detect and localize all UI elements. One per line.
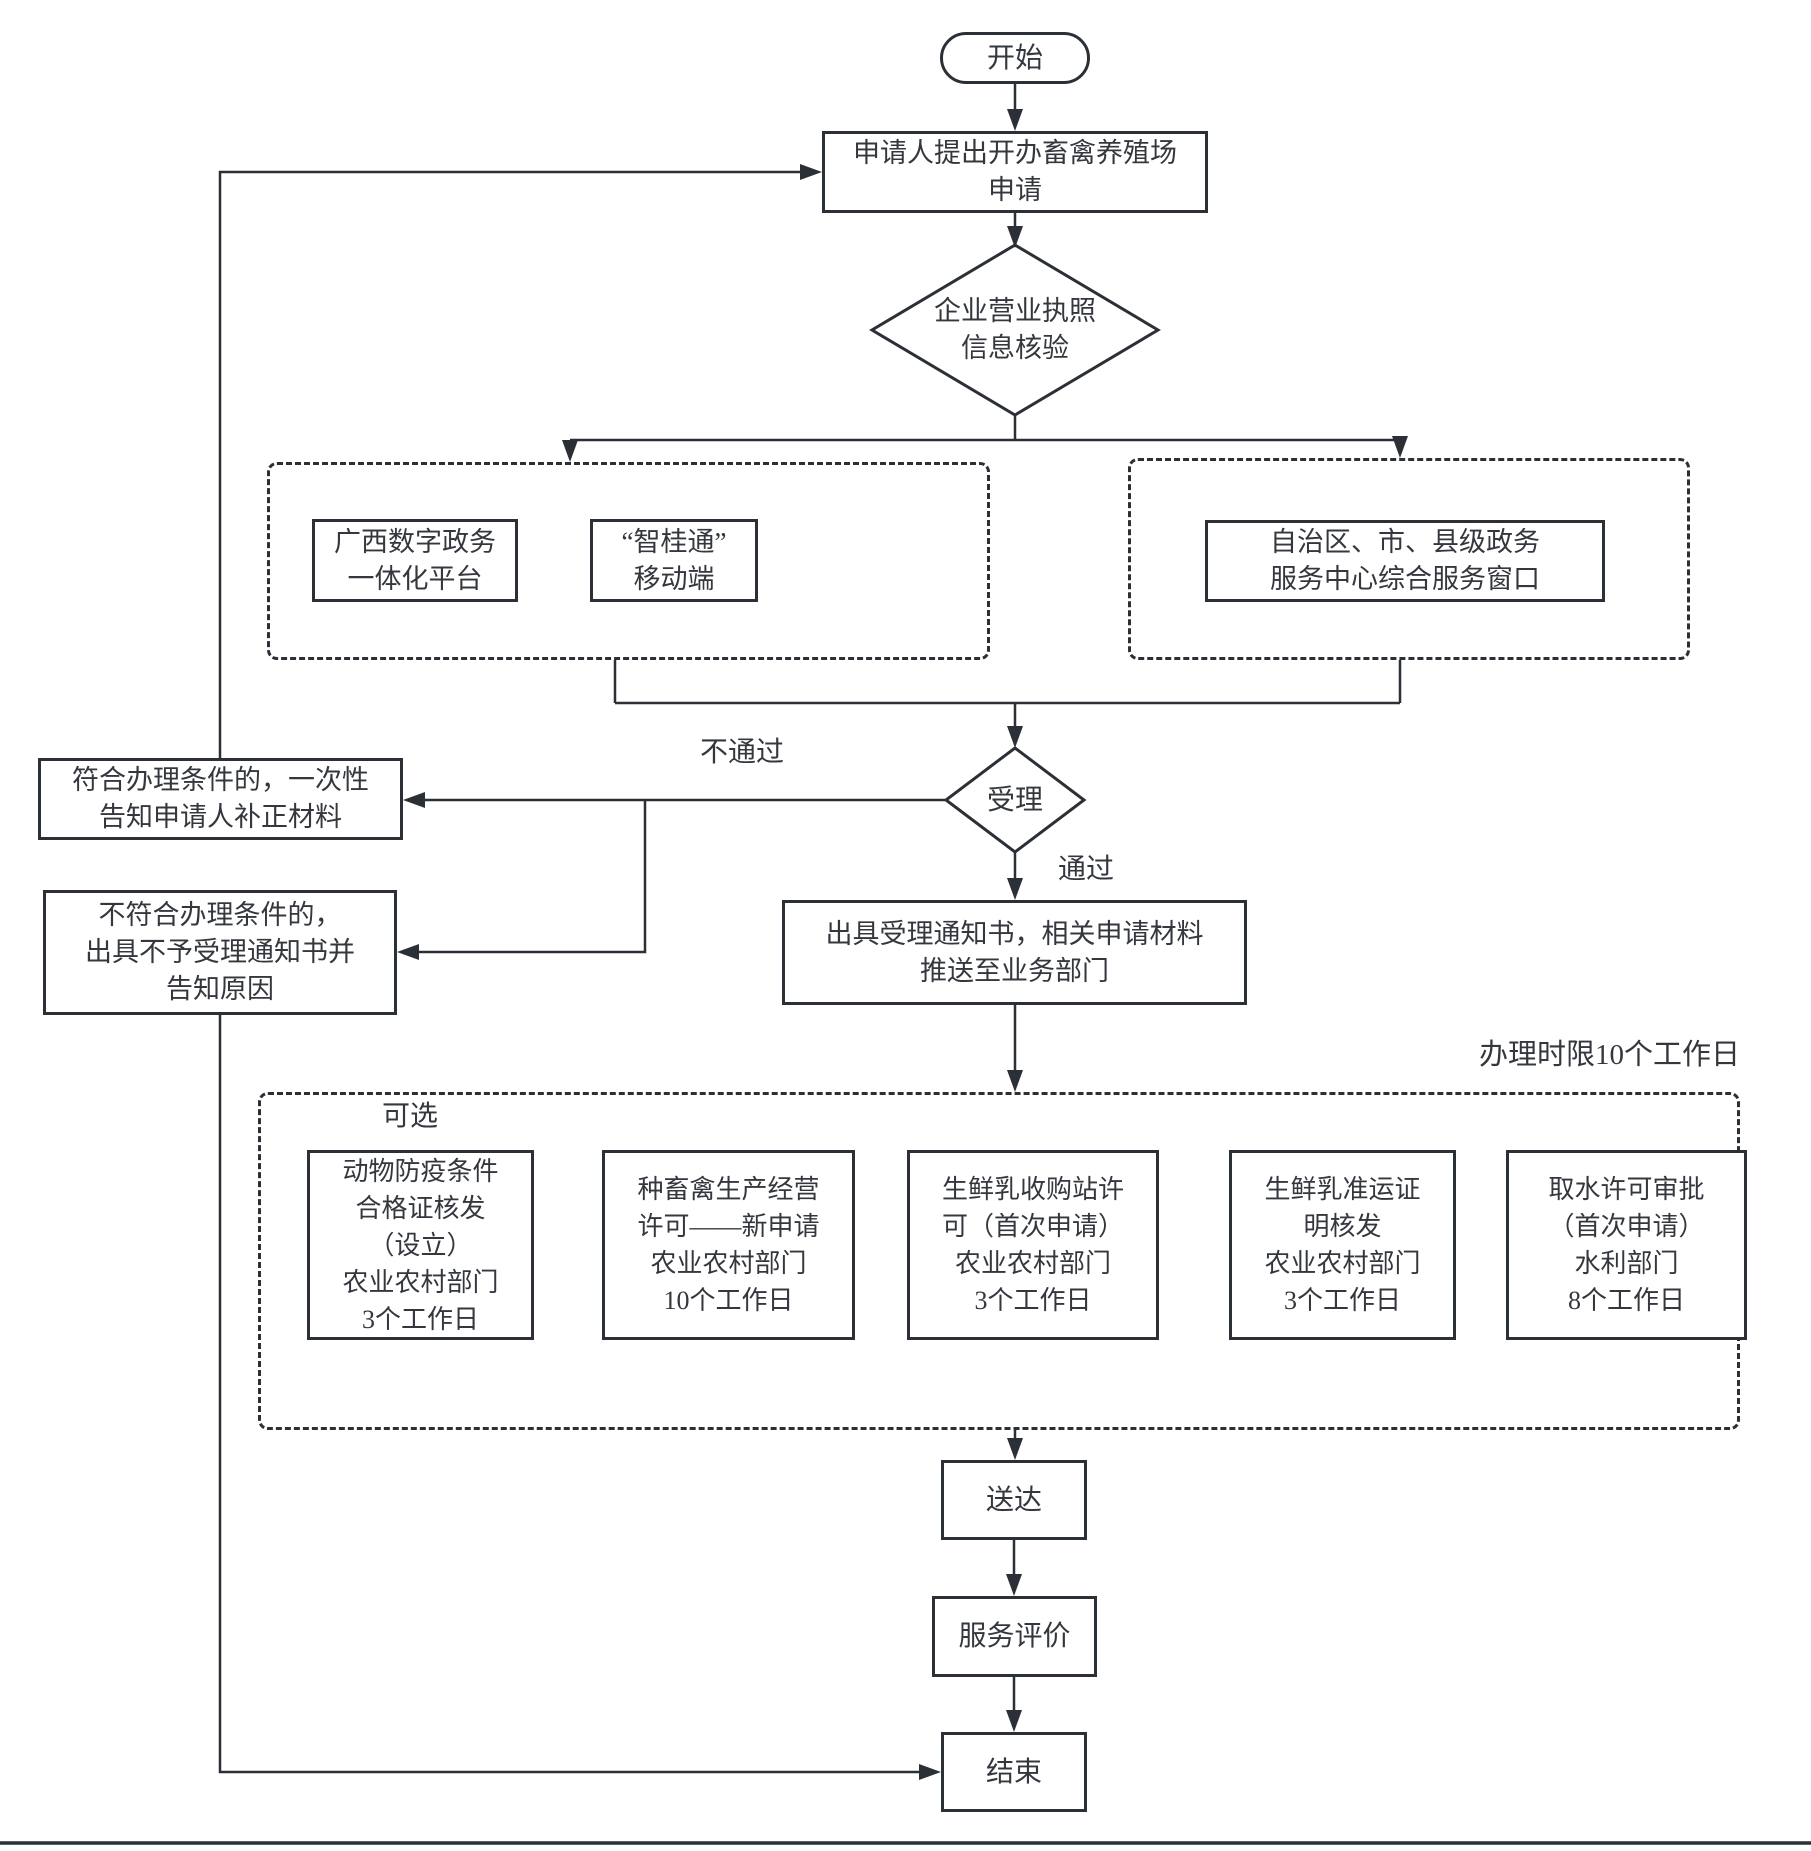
- edge-channels-merge: [613, 660, 1402, 744]
- arrowhead: [1007, 226, 1023, 248]
- evaluate-label: 服务评价: [958, 1621, 1071, 1652]
- apply-node: 申请人提出开办畜禽养殖场 申请: [822, 131, 1208, 213]
- arrowhead: [919, 1764, 941, 1780]
- accept-notice-node: 出具受理通知书，相关申请材料 推送至业务部门: [782, 900, 1247, 1005]
- permit-water-intake: 取水许可审批 （首次申请） 水利部门 8个工作日: [1506, 1150, 1747, 1340]
- online-channel-group: [267, 462, 990, 660]
- arrowhead: [1007, 109, 1023, 131]
- gx-platform-label: 广西数字政务 一体化平台: [334, 526, 496, 594]
- start-label: 开始: [986, 42, 1043, 74]
- fail-branch-label: 不通过: [700, 737, 785, 768]
- reject-notice-label: 不符合办理条件的， 出具不予受理通知书并 告知原因: [85, 900, 355, 1004]
- license-check-label: 企业营业执照 信息核验: [934, 296, 1096, 363]
- arrowhead: [1392, 436, 1408, 458]
- edge-resubmit-loop: [218, 170, 817, 758]
- end-label: 结束: [985, 1756, 1042, 1788]
- arrowhead: [1007, 726, 1023, 748]
- permit-animal-epidemic: 动物防疫条件 合格证核发 （设立） 农业农村部门 3个工作日: [307, 1150, 534, 1340]
- permit-raw-milk-station: 生鲜乳收购站许 可（首次申请） 农业农村部门 3个工作日: [907, 1150, 1159, 1340]
- arrowhead: [1006, 1710, 1022, 1732]
- accept-diamond: [943, 746, 1087, 854]
- apply-label: 申请人提出开办畜禽养殖场 申请: [853, 138, 1177, 205]
- permit-raw-milk-transport: 生鲜乳准运证 明核发 农业农村部门 3个工作日: [1229, 1150, 1456, 1340]
- deliver-label: 送达: [985, 1484, 1042, 1516]
- edge-check-split: [568, 415, 1402, 458]
- arrowhead: [397, 944, 419, 960]
- accept-notice-label: 出具受理通知书，相关申请材料 推送至业务部门: [825, 918, 1204, 986]
- gx-platform-node: 广西数字政务 一体化平台: [312, 519, 518, 602]
- end-node: 结束: [941, 1732, 1087, 1812]
- license-check-diamond: [869, 243, 1161, 417]
- accept-label: 受理: [986, 784, 1043, 816]
- zhiguitong-node: “智桂通” 移动端: [590, 519, 758, 602]
- arrowhead: [403, 792, 425, 808]
- arrowhead: [562, 440, 578, 462]
- permit-breeding-license: 种畜禽生产经营 许可——新申请 农业农村部门 10个工作日: [602, 1150, 855, 1340]
- service-window-node: 自治区、市、县级政务 服务中心综合服务窗口: [1205, 520, 1605, 602]
- reject-notice-node: 不符合办理条件的， 出具不予受理通知书并 告知原因: [43, 890, 397, 1015]
- edge-reject-end: [218, 1015, 936, 1774]
- arrowhead: [1006, 1574, 1022, 1596]
- deliver-node: 送达: [941, 1460, 1087, 1540]
- deadline-label: 办理时限10个工作日: [1478, 1039, 1740, 1071]
- optional-label: 可选: [381, 1101, 438, 1132]
- zhiguitong-label: “智桂通” 移动端: [621, 526, 727, 594]
- supplement-label: 符合办理条件的，一次性 告知申请人补正材料: [72, 765, 369, 832]
- arrowhead: [1007, 878, 1023, 900]
- edge-fail-reject: [402, 800, 647, 954]
- start-node: 开始: [940, 32, 1090, 84]
- supplement-node: 符合办理条件的，一次性 告知申请人补正材料: [38, 758, 403, 840]
- arrowhead: [1007, 1070, 1023, 1092]
- evaluate-node: 服务评价: [932, 1596, 1097, 1677]
- service-window-label: 自治区、市、县级政务 服务中心综合服务窗口: [1270, 527, 1540, 594]
- offline-channel-group: [1128, 458, 1690, 660]
- arrowhead: [800, 164, 822, 180]
- pass-branch-label: 通过: [1058, 854, 1115, 885]
- arrowhead: [1007, 1438, 1023, 1460]
